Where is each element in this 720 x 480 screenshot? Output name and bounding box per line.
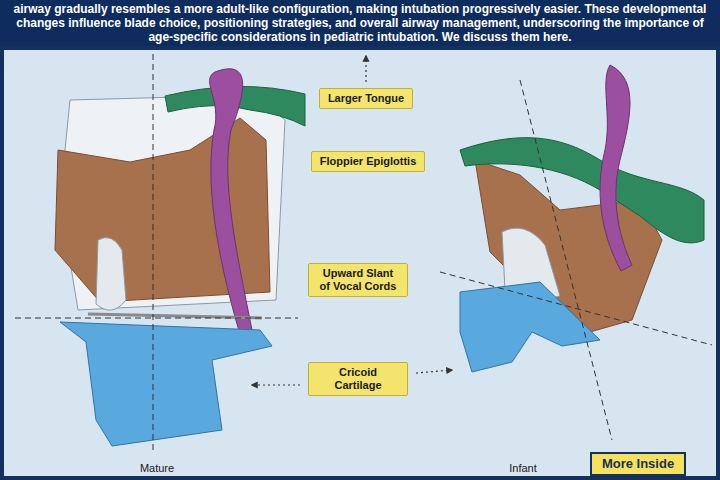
leader-arrow bbox=[416, 370, 452, 373]
callout-label: Floppier Epiglottis bbox=[311, 151, 426, 172]
callout-label: Cricoid Cartilage bbox=[308, 362, 408, 396]
callout-label: Larger Tongue bbox=[319, 88, 413, 109]
label-text: Larger Tongue bbox=[328, 92, 404, 105]
label-text: Floppier Epiglottis bbox=[320, 155, 417, 168]
label-text: Upward Slant of Vocal Cords bbox=[317, 267, 399, 293]
label-text: More Inside bbox=[602, 456, 674, 472]
callout-label: Upward Slant of Vocal Cords bbox=[308, 263, 408, 297]
top-banner bbox=[0, 0, 720, 48]
figure-label: Infant bbox=[509, 462, 537, 475]
more-inside-button: More Inside bbox=[590, 452, 686, 476]
mature-larynx bbox=[55, 69, 305, 446]
panel-frame bbox=[2, 48, 718, 478]
label-text: Cricoid Cartilage bbox=[317, 366, 399, 392]
intro-caption: airway gradually resembles a more adult-… bbox=[12, 2, 708, 44]
leader-arrow bbox=[252, 384, 300, 385]
infant-larynx bbox=[460, 65, 704, 372]
figure-label: Mature bbox=[140, 462, 174, 475]
leader-arrow bbox=[365, 56, 366, 82]
